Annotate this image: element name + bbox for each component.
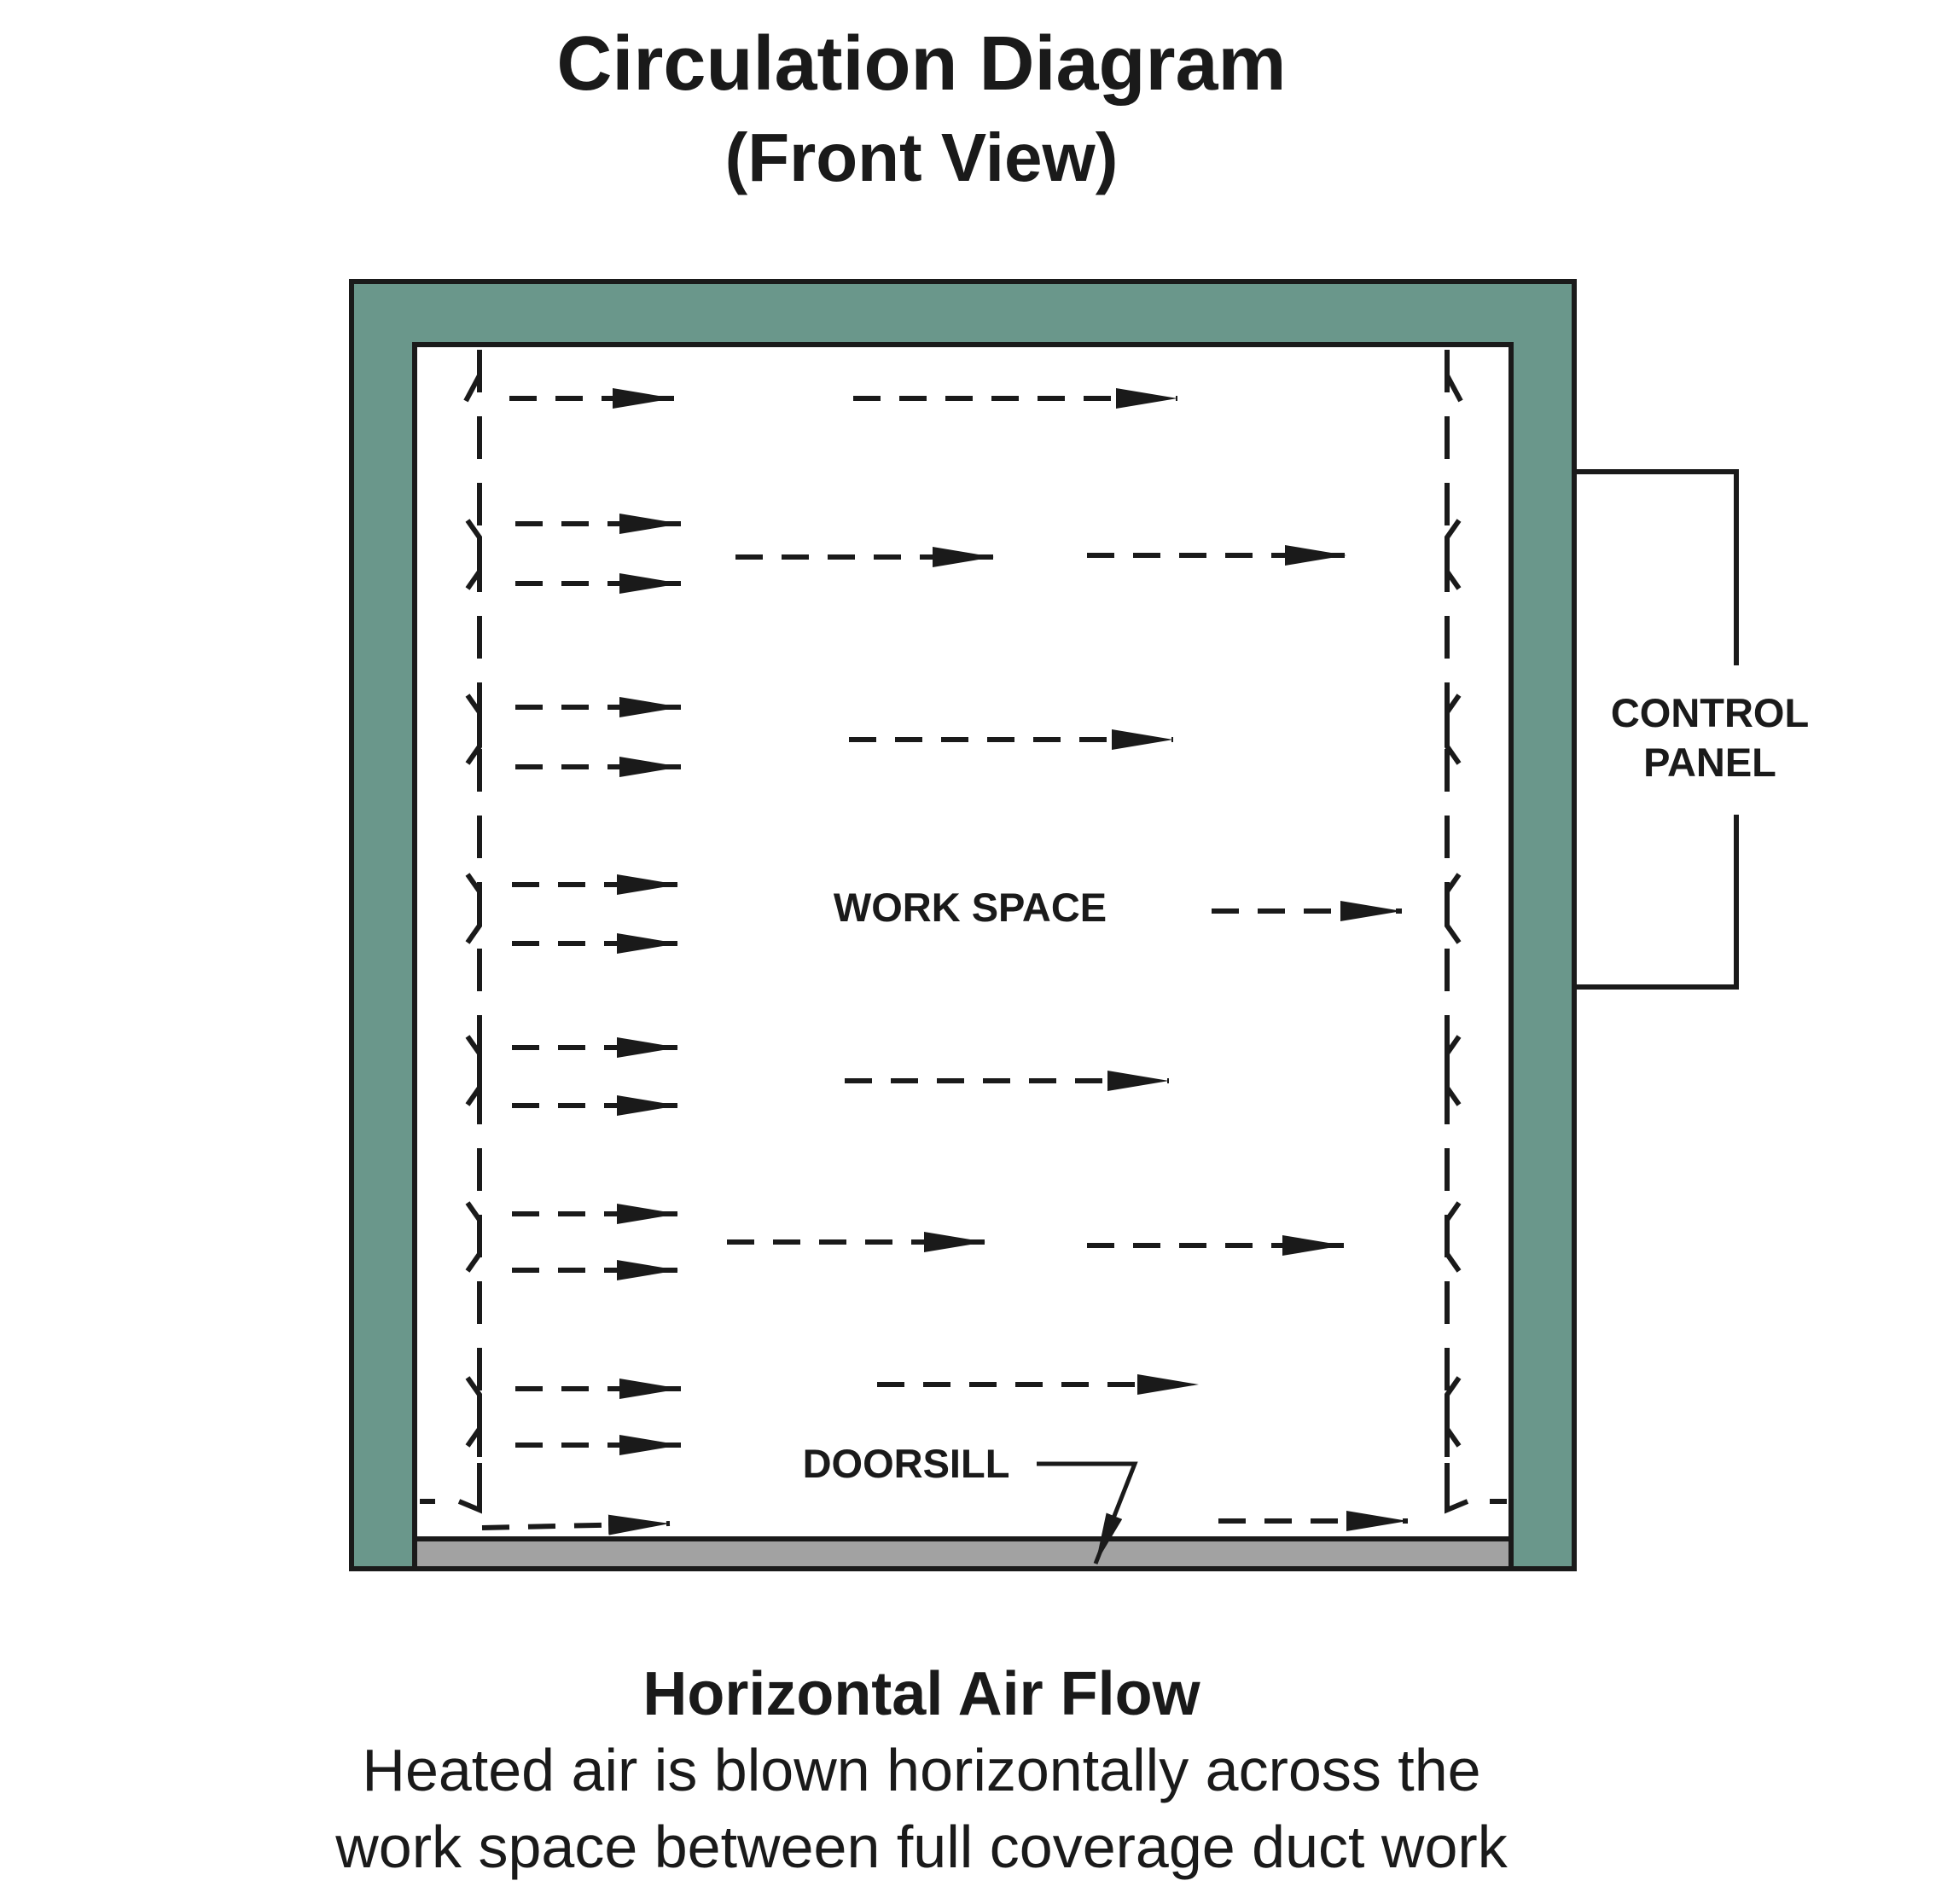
right-duct-louver bbox=[1445, 1201, 1462, 1273]
left-duct-corner bbox=[457, 1463, 482, 1514]
control-panel-label-line2: PANEL bbox=[1643, 740, 1776, 785]
page-title: Circulation Diagram bbox=[556, 21, 1287, 107]
left-duct-louver bbox=[463, 351, 482, 403]
control-panel-label-line1: CONTROL bbox=[1611, 690, 1809, 735]
doorsill-label: DOORSILL bbox=[803, 1441, 1010, 1486]
caption-line-1: Heated air is blown horizontally across … bbox=[362, 1737, 1481, 1803]
left-duct-louver bbox=[465, 873, 482, 944]
control-panel-outline-top bbox=[1574, 469, 1739, 665]
doorsill-strip bbox=[412, 1536, 1514, 1571]
left-duct-louver bbox=[465, 519, 482, 590]
oven-cabinet bbox=[349, 279, 1577, 1571]
right-duct-corner bbox=[1445, 1463, 1469, 1514]
left-duct-louver bbox=[465, 694, 482, 765]
caption-heading: Horizontal Air Flow bbox=[642, 1660, 1200, 1728]
left-duct-louver bbox=[465, 1376, 482, 1448]
doorsill-callout: DOORSILL bbox=[803, 1441, 1138, 1564]
control-panel: CONTROL PANEL bbox=[1574, 469, 1809, 990]
right-duct-louver bbox=[1445, 519, 1462, 590]
left-duct-work bbox=[420, 350, 482, 1514]
page-subtitle: (Front View) bbox=[724, 119, 1119, 195]
right-duct-louver bbox=[1445, 1035, 1462, 1106]
right-duct-louver bbox=[1445, 351, 1463, 403]
right-duct-work bbox=[1445, 350, 1507, 1514]
left-duct-louver bbox=[465, 1035, 482, 1106]
right-duct-louver bbox=[1445, 694, 1462, 765]
right-duct-louver bbox=[1445, 1376, 1462, 1448]
airflow-arrow bbox=[481, 1514, 671, 1535]
control-panel-outline-bottom bbox=[1574, 815, 1739, 990]
airflow-arrows bbox=[481, 388, 1408, 1535]
caption-line-2: work space between full coverage duct wo… bbox=[335, 1814, 1508, 1880]
doorsill-leader-line bbox=[1037, 1461, 1138, 1564]
right-duct-louver bbox=[1445, 873, 1462, 944]
inner-chamber bbox=[412, 342, 1514, 1541]
left-duct-louver bbox=[465, 1201, 482, 1273]
work-space-label: WORK SPACE bbox=[834, 885, 1107, 930]
